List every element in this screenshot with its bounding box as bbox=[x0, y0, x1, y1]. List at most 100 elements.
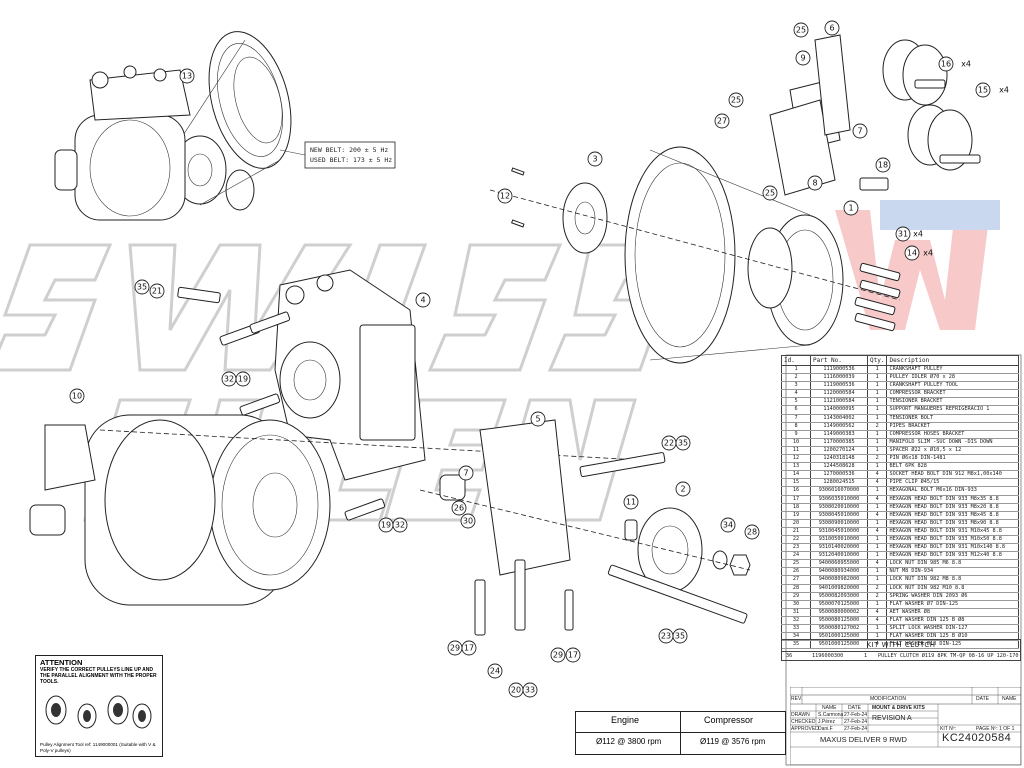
callout-circle bbox=[392, 517, 408, 533]
bom-cell-partno: 9310140020000 bbox=[810, 543, 868, 553]
bracket-bolts bbox=[177, 286, 386, 521]
bom-cell-partno: 1240318148 bbox=[810, 454, 868, 464]
callout-c9: 9 bbox=[795, 50, 811, 66]
crankshaft-assembly bbox=[489, 146, 901, 364]
bom-cell-qty: 1 bbox=[866, 632, 888, 642]
callout-label: 13 bbox=[182, 72, 192, 81]
callout-label: 14 bbox=[907, 249, 917, 258]
bom-cell-partno: 9308045010000 bbox=[810, 511, 868, 520]
bom-cell-partno: 9306016070000 bbox=[810, 486, 868, 496]
callout-circle bbox=[415, 292, 431, 308]
bom-cell-description: HEXAGON HEAD BOLT DIN 931 M10x140 8.8 bbox=[886, 543, 1019, 553]
callout-circle bbox=[522, 682, 538, 698]
bom-cell-partno: 9500080125000 bbox=[810, 616, 868, 626]
callout-circle bbox=[675, 435, 691, 451]
attention-title: ATTENTION bbox=[40, 658, 83, 667]
tb-kit-no-label: KIT Nº: bbox=[940, 726, 956, 732]
callout-circle bbox=[487, 663, 503, 679]
tb-drawn: DRAWN bbox=[791, 712, 810, 718]
callout-label: 34 bbox=[723, 521, 733, 530]
bom-cell-description: TENSIONER BOLT bbox=[886, 414, 1019, 423]
bom-cell-id: 27 bbox=[781, 575, 811, 585]
callout-circle bbox=[179, 68, 195, 84]
callout-circle bbox=[975, 82, 991, 98]
bom-cell-id: 8 bbox=[781, 422, 811, 431]
bom-cell-partno: 9500082093000 bbox=[810, 592, 868, 601]
socket-bolts bbox=[854, 262, 901, 332]
bom-cell-qty: 4 bbox=[866, 511, 888, 520]
bom-cell-id: 1 bbox=[781, 365, 811, 375]
callout-c14x: x4 bbox=[923, 249, 933, 258]
callout-circle bbox=[565, 647, 581, 663]
callout-label: 23 bbox=[661, 632, 671, 641]
bom-cell-partno: 1149000383 bbox=[810, 430, 868, 439]
compressor-value: Ø119 @ 3576 rpm bbox=[700, 737, 766, 746]
bom-cell-id: 5 bbox=[781, 397, 811, 407]
callout-label: 32 bbox=[395, 521, 405, 530]
callout-c3: 3 bbox=[587, 151, 603, 167]
title-block-grid bbox=[790, 687, 1021, 765]
bom-cell-description: HEXAGON HEAD BOLT DIN 933 M10x50 8.8 bbox=[886, 535, 1019, 545]
bom-cell-partno: 1121000584 bbox=[810, 397, 868, 407]
bom-header-id: Id. bbox=[781, 355, 811, 366]
callout-label: 25 bbox=[765, 189, 775, 198]
kit-row: 36 1196000300 1 PULLEY CLUTCH Ø119 8PK T… bbox=[781, 651, 1021, 661]
callout-circle bbox=[720, 517, 736, 533]
callout-c1: 1 bbox=[843, 200, 859, 216]
bom-cell-id: 10 bbox=[781, 438, 811, 447]
bom-cell-qty: 1 bbox=[866, 446, 888, 456]
bom-cell-qty: 1 bbox=[866, 438, 888, 447]
callout-label: 25 bbox=[731, 96, 741, 105]
bom-cell-description: HEXAGON HEAD BOLT DIN 933 M8x20 8.8 bbox=[886, 503, 1019, 512]
callout-label: 17 bbox=[464, 644, 474, 653]
bom-cell-qty: 2 bbox=[866, 454, 888, 464]
title-block: REV. MODIFICATION DATE NAME NAME DATE MO… bbox=[790, 687, 1021, 765]
tb-checked: CHECKED bbox=[791, 719, 816, 725]
callout-c16x: x4 bbox=[961, 60, 971, 69]
tb-revision: REVISION A bbox=[872, 715, 912, 722]
callout-c32b: 32 bbox=[392, 517, 408, 533]
bom-cell-description: HEXAGONAL BOLT M6x16 DIN-933 bbox=[886, 486, 1019, 496]
callout-c8: 8 bbox=[807, 175, 823, 191]
callout-circle bbox=[497, 188, 513, 204]
tb-approved-name: Dani.F bbox=[818, 726, 833, 732]
bom-cell-id: 12 bbox=[781, 454, 811, 464]
bom-cell-qty: 1 bbox=[866, 381, 888, 391]
bom-cell-partno: 1149000562 bbox=[810, 422, 868, 431]
callout-label: 2 bbox=[680, 485, 685, 494]
callout-c19a: 19 bbox=[235, 371, 251, 387]
bom-cell-id: 29 bbox=[781, 592, 811, 601]
bom-cell-partno: 1270000536 bbox=[810, 470, 868, 480]
callout-c22: 22 bbox=[661, 435, 677, 451]
drive-ratio-box: Engine Compressor Ø112 @ 3800 rpm Ø119 @… bbox=[575, 711, 786, 755]
tb-date-col: DATE bbox=[848, 705, 861, 711]
bom-cell-description: HEXAGON HEAD BOLT DIN 933 M8x45 8.8 bbox=[886, 511, 1019, 520]
callout-c24: 24 bbox=[487, 663, 503, 679]
bom-cell-id: 30 bbox=[781, 600, 811, 609]
callout-c31: 31 bbox=[895, 226, 911, 242]
callout-c26: 26 bbox=[451, 500, 467, 516]
bom-cell-qty: 1 bbox=[866, 462, 888, 472]
callout-circle bbox=[530, 411, 546, 427]
callout-circle bbox=[672, 628, 688, 644]
callout-circle bbox=[587, 151, 603, 167]
bom-cell-qty: 1 bbox=[866, 600, 888, 609]
callout-c30: 30 bbox=[460, 513, 476, 529]
bom-cell-qty: 1 bbox=[866, 486, 888, 496]
bom-cell-id: 20 bbox=[781, 519, 811, 528]
bom-header-description: Description bbox=[886, 355, 1019, 366]
bom-cell-partno: 9400060955000 bbox=[810, 559, 868, 569]
bom-cell-id: 33 bbox=[781, 624, 811, 634]
callout-c35c: 35 bbox=[672, 628, 688, 644]
